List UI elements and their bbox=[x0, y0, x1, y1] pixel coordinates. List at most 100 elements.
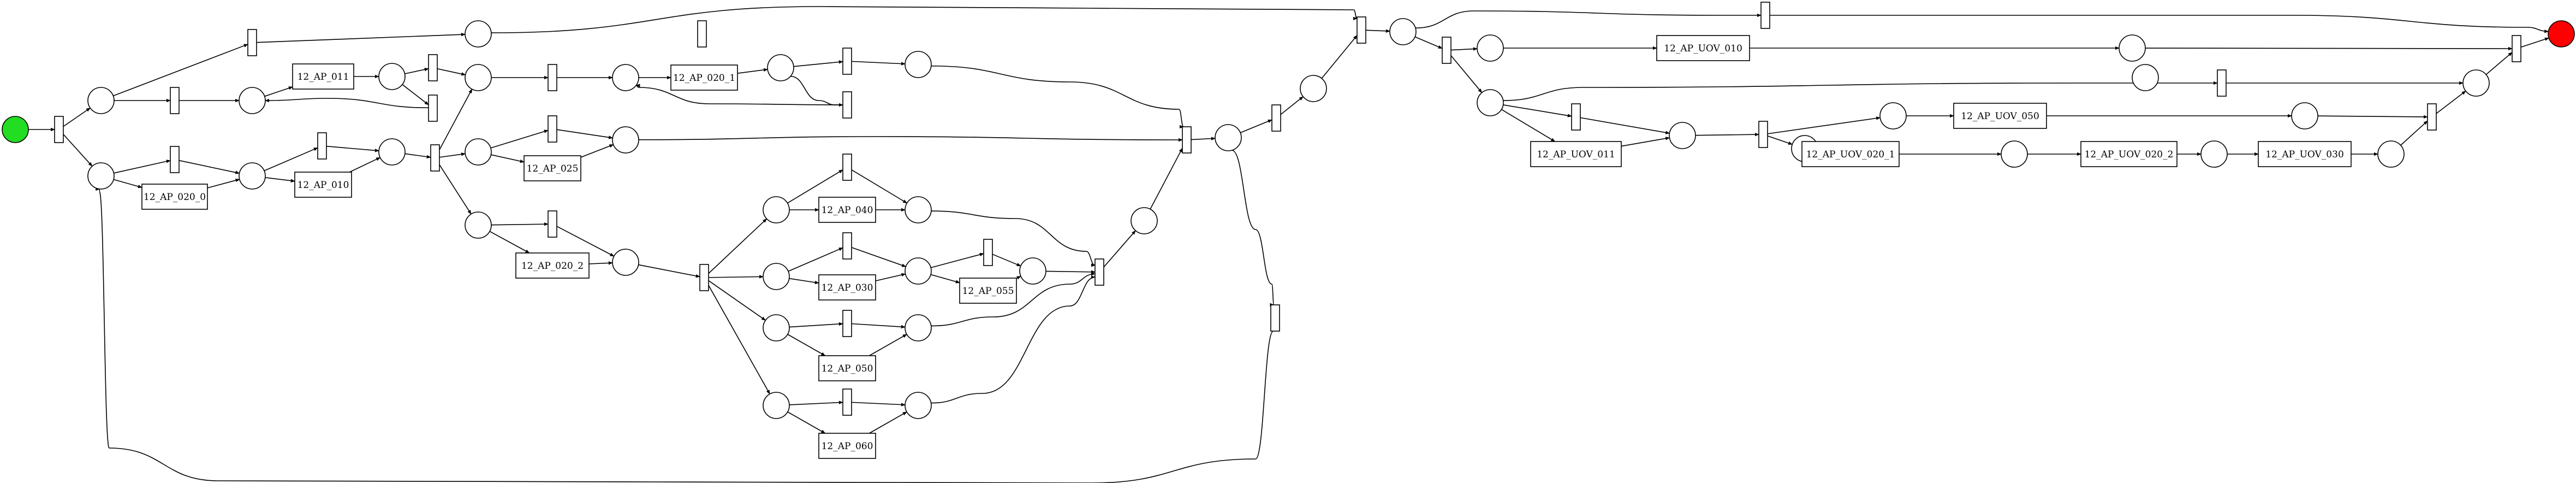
place-p2 bbox=[87, 162, 115, 190]
arc-t_l030-to-p21 bbox=[875, 273, 906, 281]
place-p33 bbox=[1879, 102, 1907, 129]
transition-box bbox=[1801, 141, 1900, 167]
arc-p23-to-s21 bbox=[931, 275, 1096, 404]
place-p28 bbox=[1389, 18, 1417, 45]
silent-transition-s29 bbox=[1758, 121, 1768, 148]
transition-t_l010: 12_AP_010 bbox=[294, 172, 352, 198]
arc-p35-to-s32 bbox=[2145, 46, 2513, 51]
silent-transition-s5 bbox=[317, 132, 327, 160]
arc-s23-to-p27 bbox=[1280, 96, 1304, 115]
arc-p14-to-s14 bbox=[790, 75, 843, 107]
transition-box bbox=[670, 64, 738, 91]
arc-p17-to-s17 bbox=[788, 247, 843, 272]
arc-p14-to-s13 bbox=[793, 60, 843, 67]
place-p20 bbox=[905, 196, 932, 223]
place-p8 bbox=[465, 64, 492, 91]
arc-t_l020_0-to-p4 bbox=[207, 178, 240, 189]
place-p1 bbox=[87, 87, 115, 114]
arc-p6-to-s8 bbox=[404, 153, 431, 159]
transition-label: 12_AP_UOV_050 bbox=[1961, 111, 2039, 122]
transition-t_luov020_2: 12_AP_UOV_020_2 bbox=[2080, 141, 2178, 167]
place-p21 bbox=[905, 257, 932, 285]
arc-t_l055-to-p24 bbox=[1016, 275, 1021, 280]
arc-p1-to-s2 bbox=[113, 44, 248, 97]
transition-label: 12_AP_011 bbox=[298, 72, 349, 83]
arc-p24-to-s21 bbox=[1045, 270, 1096, 274]
arc-s10-to-p12 bbox=[556, 129, 614, 139]
transition-label: 12_AP_020_1 bbox=[673, 73, 735, 84]
transition-label: 12_AP_040 bbox=[822, 205, 873, 216]
transition-t_luov030: 12_AP_UOV_030 bbox=[2258, 141, 2352, 167]
transition-box bbox=[523, 155, 581, 181]
arc-p15-to-s22 bbox=[931, 65, 1184, 129]
end-place bbox=[2548, 20, 2575, 48]
arc-p10-to-t_l020_2 bbox=[489, 231, 530, 254]
arc-p30-to-s30 bbox=[1503, 81, 2218, 101]
silent-transition-s6 bbox=[428, 95, 438, 122]
arc-s14-to-p11 bbox=[635, 84, 843, 105]
arc-s15-to-p19 bbox=[708, 285, 770, 394]
transition-t_l055: 12_AP_055 bbox=[959, 278, 1017, 304]
transition-t_l020_0: 12_AP_020_0 bbox=[141, 184, 208, 210]
arc-p4-to-t_l010 bbox=[265, 177, 295, 182]
arc-p28-to-s26 bbox=[1414, 36, 1443, 49]
place-p11 bbox=[612, 64, 639, 91]
place-p22 bbox=[905, 314, 932, 341]
arc-p27-to-s25 bbox=[1321, 35, 1358, 79]
transition-label: 12_AP_055 bbox=[962, 286, 1014, 297]
transition-box bbox=[959, 278, 1017, 304]
transition-label: 12_AP_030 bbox=[822, 282, 873, 293]
silent-transition-s12 bbox=[697, 20, 707, 48]
silent-transition-s25 bbox=[1357, 16, 1366, 44]
arc-p7-to-s25 bbox=[491, 6, 1358, 33]
arc-s4-to-p4 bbox=[179, 160, 240, 174]
arc-s1-to-p1 bbox=[63, 107, 91, 127]
transition-box bbox=[141, 184, 208, 210]
place-p34 bbox=[2001, 140, 2028, 168]
transition-label: 12_AP_050 bbox=[822, 363, 873, 374]
arc-p4-to-s5 bbox=[264, 147, 318, 172]
arc-s6-to-p3 bbox=[265, 98, 429, 109]
silent-transition-s31 bbox=[2427, 103, 2437, 131]
arc-s8-to-p9 bbox=[439, 152, 466, 158]
arc-s8-to-p10 bbox=[439, 164, 472, 215]
arc-t_l020_2-to-p13 bbox=[588, 261, 613, 265]
arc-t_l050-to-p22 bbox=[869, 334, 907, 356]
place-p38 bbox=[2291, 102, 2318, 129]
silent-transition-s3 bbox=[170, 87, 180, 114]
arc-p9-to-s10 bbox=[490, 129, 549, 149]
silent-transition-s15 bbox=[699, 264, 709, 291]
transition-label: 12_AP_020_0 bbox=[144, 192, 206, 203]
silent-transition-s26 bbox=[1442, 37, 1451, 64]
arc-s11-to-p13 bbox=[556, 226, 615, 257]
arc-s18-to-p22 bbox=[851, 323, 906, 329]
arc-p30-to-t_luov011 bbox=[1501, 109, 1556, 142]
arc-p16-to-s16 bbox=[787, 169, 843, 204]
silent-transition-s19 bbox=[842, 388, 852, 416]
silent-transition-s11 bbox=[548, 210, 557, 238]
transition-label: 12_AP_UOV_020_2 bbox=[2085, 149, 2174, 160]
arc-s27-to-end bbox=[1770, 15, 2549, 33]
transition-t_l025: 12_AP_025 bbox=[523, 155, 581, 181]
place-p29 bbox=[1477, 34, 1504, 62]
arc-s16-to-p20 bbox=[851, 169, 908, 204]
silent-transition-s1 bbox=[54, 116, 64, 143]
arc-s13-to-p15 bbox=[851, 61, 906, 66]
arc-s32-to-end bbox=[2520, 37, 2549, 48]
silent-transition-s17 bbox=[842, 232, 852, 260]
transition-box bbox=[818, 355, 876, 381]
place-p23 bbox=[905, 392, 932, 419]
transition-t_luov010: 12_AP_UOV_010 bbox=[1656, 35, 1750, 61]
arc-s26-to-p30 bbox=[1450, 55, 1483, 93]
silent-transition-s28 bbox=[1571, 103, 1581, 131]
place-p26 bbox=[1215, 124, 1242, 151]
transition-box bbox=[2258, 141, 2352, 167]
silent-transition-s16 bbox=[842, 154, 852, 181]
arc-s2-to-p7 bbox=[256, 33, 466, 43]
transition-box bbox=[818, 433, 876, 459]
arc-s20-to-p24 bbox=[992, 254, 1021, 267]
arc-p30-to-s28 bbox=[1503, 104, 1572, 117]
silent-transition-s24 bbox=[1270, 304, 1280, 332]
arc-p18-to-s18 bbox=[789, 322, 843, 328]
arc-s17-to-p21 bbox=[851, 247, 907, 267]
